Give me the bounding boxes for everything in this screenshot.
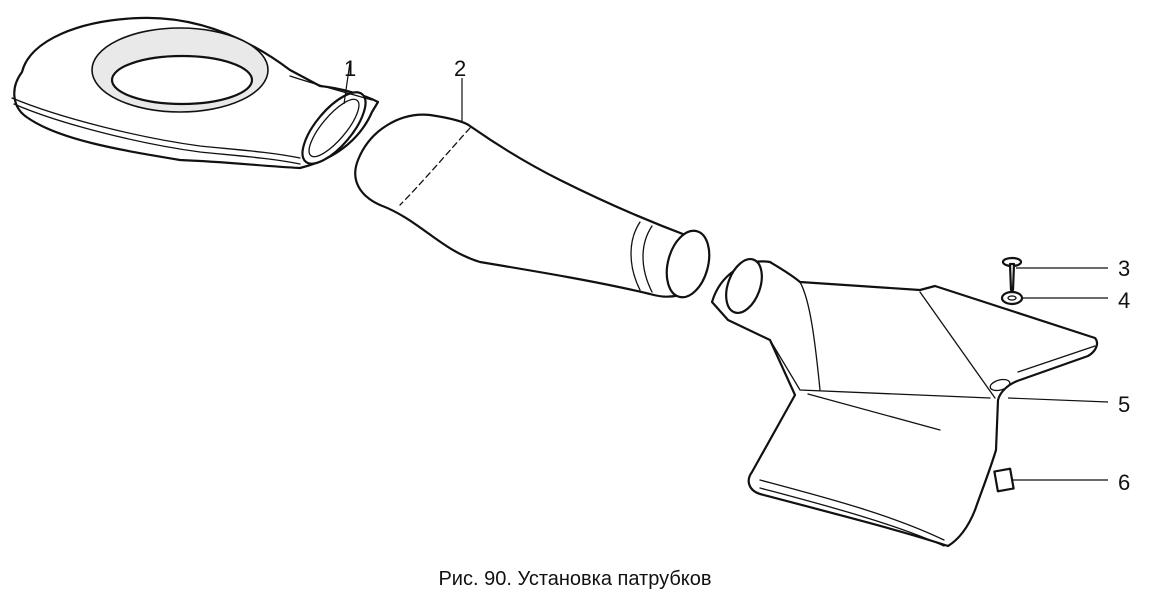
callout-4: 4	[1118, 288, 1130, 313]
figure-caption: Рис. 90. Установка патрубков	[438, 568, 712, 590]
callout-6: 6	[1118, 470, 1130, 495]
callout-5: 5	[1118, 392, 1130, 417]
leader-1	[343, 61, 351, 105]
callout-1: 1	[344, 56, 356, 81]
part-2-connecting-duct	[354, 113, 711, 299]
callout-2: 2	[454, 56, 466, 81]
part-3-screw	[1001, 256, 1023, 292]
callout-3: 3	[1118, 256, 1130, 281]
part-4-washer	[1000, 290, 1024, 306]
leader-5	[1007, 397, 1109, 403]
part-5-air-deflector	[710, 258, 1099, 548]
part-1-intake-housing	[11, 16, 380, 170]
part-6-clip-nut	[993, 467, 1015, 493]
